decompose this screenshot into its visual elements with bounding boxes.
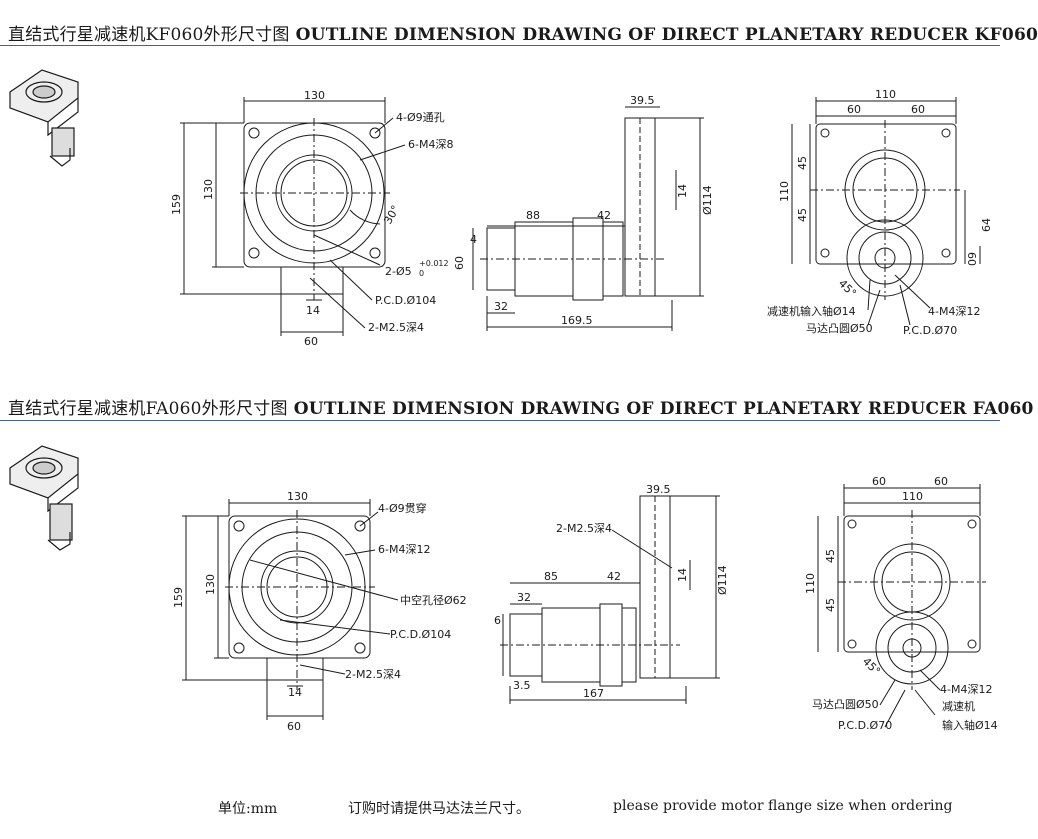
label-shaft-line2: 输入轴Ø14 <box>942 718 998 732</box>
label-pcd: P.C.D.Ø70 <box>838 719 892 732</box>
dim-key: 14 <box>676 184 689 198</box>
label-holes: 4-Ø9通孔 <box>396 111 445 124</box>
dim-diameter: Ø114 <box>716 565 729 595</box>
dim-a: 45 <box>824 549 837 563</box>
dim-flange: 39.5 <box>630 94 655 107</box>
kf060-side-dims: 39.5 88 42 Ø114 14 4 60 32 169.5 <box>453 94 714 327</box>
dim-width: 130 <box>287 490 308 503</box>
dim-height-inner: 130 <box>202 179 215 200</box>
label-angle: 45° <box>836 277 859 300</box>
kf060-side-view <box>472 106 704 331</box>
label-spigot: 马达凸圆Ø50 <box>812 698 879 711</box>
dim-step: 3.5 <box>513 679 531 692</box>
dim-c: 64 <box>980 218 993 232</box>
dim-diameter: Ø114 <box>701 185 714 215</box>
dim-spigot: 32 <box>517 591 531 604</box>
dim-height: 110 <box>804 573 817 594</box>
label-pin: 2-M2.5深4 <box>345 668 401 681</box>
section-1-title-cn: 直结式行星减速机KF060外形尺寸图 <box>8 25 290 45</box>
dim-half-left: 60 <box>872 475 886 488</box>
label-tapped: 4-M4深12 <box>928 305 980 318</box>
dim-len-a: 85 <box>544 570 558 583</box>
dim-half-left: 60 <box>847 103 861 116</box>
label-pcd: P.C.D.Ø104 <box>390 628 451 641</box>
dim-shaft: 4 <box>470 233 477 246</box>
section-1-title-en: OUTLINE DIMENSION DRAWING OF DIRECT PLAN… <box>295 25 1038 45</box>
section-2-rule <box>0 420 1000 421</box>
footer-note-en: please provide motor flange size when or… <box>613 798 953 814</box>
dim-height: 110 <box>778 181 791 202</box>
label-shaft: 减速机输入轴Ø14 <box>767 304 856 318</box>
drawing-canvas: 130 159 130 4-Ø9通孔 6-M4深8 30° 2-Ø5 +0.01… <box>9 69 998 733</box>
section-2-title: 直结式行星减速机FA060外形尺寸图 OUTLINE DIMENSION DRA… <box>8 394 1034 419</box>
footer-note-cn: 订购时请提供马达法兰尺寸。 <box>348 801 530 817</box>
fa060-rear-view <box>817 484 986 728</box>
footer-unit: 单位:mm <box>218 801 278 817</box>
label-tapped: 6-M4深12 <box>378 543 430 556</box>
dim-width: 110 <box>902 490 923 503</box>
dim-height-outer: 159 <box>172 587 185 608</box>
fa060-side-view <box>500 495 720 704</box>
kf060-rear-view <box>791 97 981 326</box>
dim-flange: 39.5 <box>646 483 671 496</box>
label-spigot: 马达凸圆Ø50 <box>806 322 873 335</box>
kf060-isometric-icon <box>9 69 79 167</box>
dim-total: 167 <box>583 687 604 700</box>
dim-b: 45 <box>796 208 809 222</box>
dim-d: 09 <box>966 252 979 266</box>
dim-tab: 14 <box>288 686 302 699</box>
label-pin: 2-M2.5深4 <box>368 321 424 334</box>
dim-height-outer: 159 <box>170 194 183 215</box>
dim-len-b: 42 <box>597 209 611 222</box>
fa060-front-view <box>182 499 399 720</box>
dim-len-b: 42 <box>607 570 621 583</box>
label-shaft-line1: 减速机 <box>942 699 975 713</box>
section-2-title-en: OUTLINE DIMENSION DRAWING OF DIRECT PLAN… <box>293 399 1034 419</box>
dim-width: 110 <box>875 88 896 101</box>
section-2-title-cn: 直结式行星减速机FA060外形尺寸图 <box>8 399 288 419</box>
section-1-title: 直结式行星减速机KF060外形尺寸图 OUTLINE DIMENSION DRA… <box>8 20 1038 45</box>
dim-height: 60 <box>453 256 466 270</box>
dim-b: 45 <box>824 598 837 612</box>
section-1-rule <box>0 45 1000 46</box>
dim-total: 169.5 <box>561 314 593 327</box>
label-holes: 4-Ø9贯穿 <box>378 501 427 515</box>
dim-base: 60 <box>304 335 318 348</box>
label-pin: 2-M2.5深4 <box>556 522 612 535</box>
fa060-isometric-icon <box>9 445 79 551</box>
dim-a: 45 <box>796 156 809 170</box>
label-bore: 中空孔径Ø62 <box>400 593 467 607</box>
kf060-front-dims: 130 159 130 4-Ø9通孔 6-M4深8 30° 2-Ø5 +0.01… <box>170 89 453 348</box>
label-tol-up: +0.012 <box>419 259 449 268</box>
label-tol-lo: 0 <box>419 269 424 278</box>
dim-half-right: 60 <box>911 103 925 116</box>
fa060-front-dims: 130 159 130 4-Ø9贯穿 6-M4深12 中空孔径Ø62 P.C.D… <box>172 490 467 733</box>
dim-key: 14 <box>676 568 689 582</box>
label-angle: 45° <box>860 655 883 678</box>
label-key: 2-Ø5 <box>385 265 412 278</box>
fa060-side-dims: 39.5 85 42 Ø114 14 6 32 3.5 167 2-M2.5深4 <box>494 483 729 700</box>
fa060-rear-dims: 60 60 110 110 45 45 45° 马达凸圆Ø50 4-M4深12 … <box>804 475 998 732</box>
label-tapped: 4-M4深12 <box>940 683 992 696</box>
dim-tab: 14 <box>306 304 320 317</box>
dim-shaft: 6 <box>494 614 501 627</box>
kf060-rear-dims: 110 60 60 110 45 45 64 09 45° 减速机输入轴Ø14 … <box>767 88 993 337</box>
dim-half-right: 60 <box>934 475 948 488</box>
kf060-front-view <box>180 97 406 336</box>
label-pcd: P.C.D.Ø70 <box>903 324 957 337</box>
dim-base: 60 <box>287 720 301 733</box>
label-tapped: 6-M4深8 <box>408 138 453 151</box>
label-pcd: P.C.D.Ø104 <box>375 294 436 307</box>
label-angle: 30° <box>381 203 402 226</box>
dim-width: 130 <box>304 89 325 102</box>
dim-spigot: 32 <box>494 300 508 313</box>
dim-len-a: 88 <box>526 209 540 222</box>
dim-height-inner: 130 <box>204 574 217 595</box>
